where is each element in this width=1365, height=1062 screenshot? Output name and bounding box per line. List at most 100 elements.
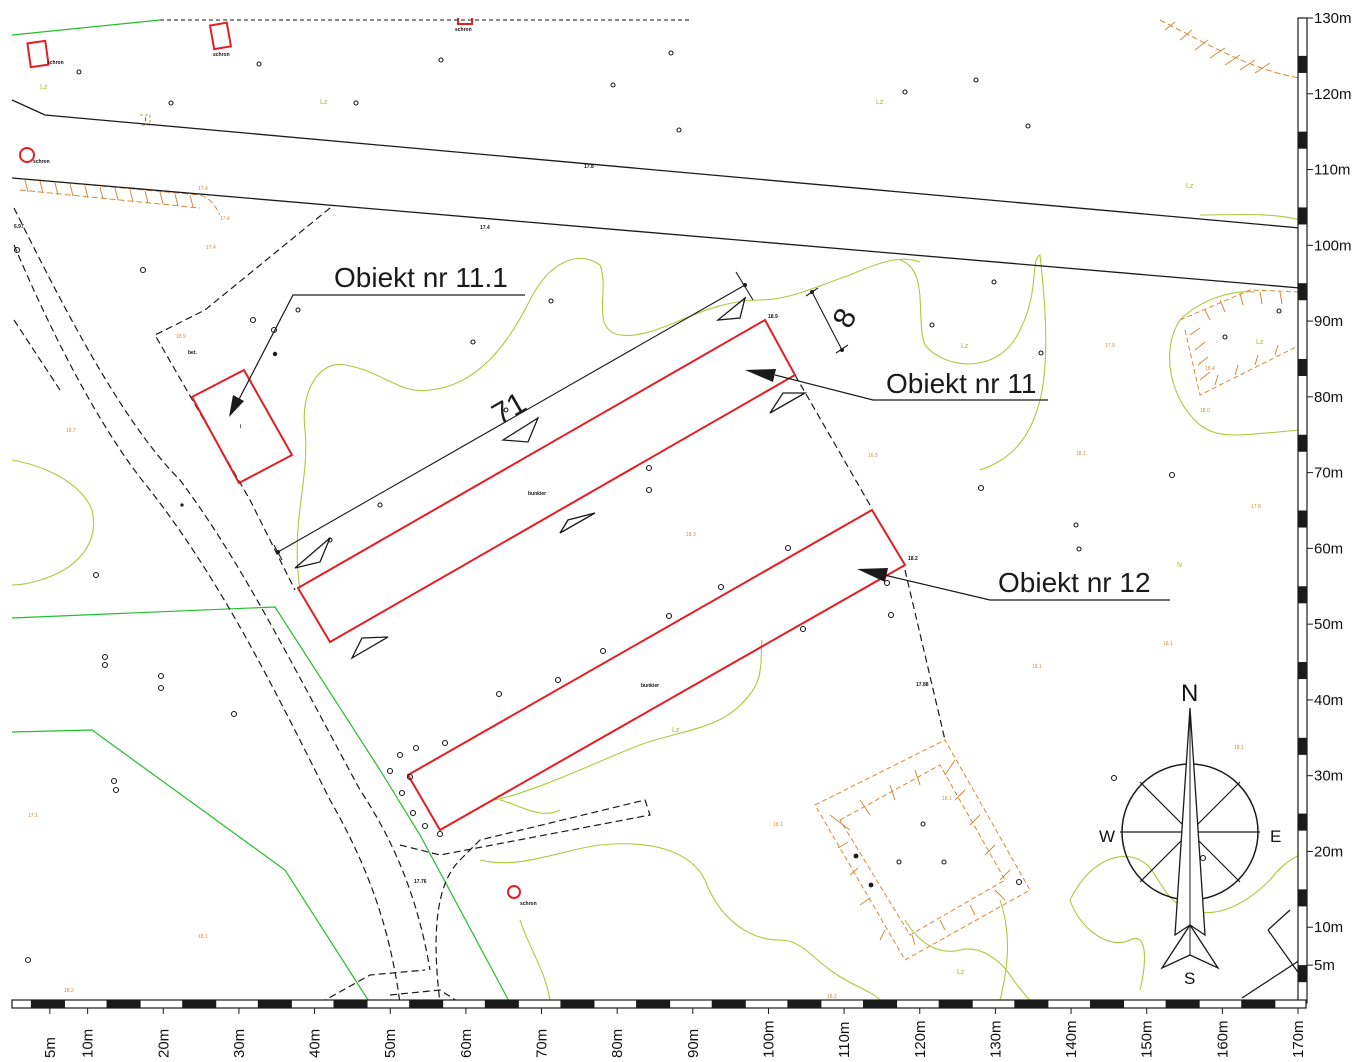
shelter-label-2: schron	[213, 52, 230, 58]
scale-bottom-label: 150m	[1139, 1020, 1156, 1058]
scale-right-label: 5m	[1314, 957, 1335, 974]
elevation: 18.4	[1205, 366, 1215, 372]
scale-segment	[1165, 1000, 1200, 1008]
dashed-boundaries	[13, 207, 946, 1004]
elevation: 17.8	[1251, 504, 1261, 510]
scale-segment	[409, 1000, 444, 1008]
meadow-labels: Lz Lz Lz Lz Lz Lz Lz Lz N	[40, 84, 1264, 976]
elevation: 18.1	[1032, 664, 1042, 670]
shelter-marker-3	[457, 18, 473, 25]
meadow-label: Lz	[876, 99, 884, 106]
spot-heights: 17.8 17.4 18.9 18.2 17.88 17.76 6.97	[14, 164, 929, 885]
elevation: 18.1	[942, 796, 952, 802]
shelter-label-1: schron	[47, 60, 64, 66]
elevation: 18.9	[176, 334, 186, 340]
compass-rose: N S E W	[1099, 680, 1281, 988]
scale-right-label: 10m	[1314, 919, 1343, 936]
elevation: 17.4	[206, 245, 216, 251]
shelter-labels: schron schron schron schron schron bet. …	[33, 27, 659, 907]
compass-north: N	[1181, 680, 1198, 707]
scale-right-label: 70m	[1314, 465, 1343, 482]
scale-segment	[863, 1000, 898, 1008]
scale-segment	[1298, 737, 1307, 755]
dimension-lines	[273, 271, 849, 561]
meadow-label: Lz	[957, 969, 965, 976]
scale-segment	[1298, 813, 1307, 831]
embankment-hatching	[11, 19, 1301, 961]
scale-segment	[1298, 283, 1307, 301]
scale-segment	[1089, 1000, 1125, 1008]
elevation: 18.1	[1163, 641, 1173, 647]
object-11-1-outline	[190, 368, 294, 485]
object-11-outline	[296, 318, 797, 644]
dimension-short-label: 8	[827, 303, 864, 333]
object-11-label: Obiekt nr 11	[886, 368, 1036, 399]
scale-segment	[1298, 662, 1307, 680]
scale-bottom-label: 50m	[382, 1029, 399, 1058]
elevation: 17.4	[198, 186, 208, 192]
elevation: 17.9	[1105, 343, 1115, 349]
scale-segment	[711, 1000, 746, 1008]
scale-right-label: 120m	[1314, 86, 1352, 103]
scale-right-label: 40m	[1314, 692, 1343, 709]
scale-bottom-label: 10m	[80, 1029, 97, 1058]
elevation: 18.1	[198, 934, 208, 940]
scale-segment	[106, 1000, 141, 1008]
compass-east: E	[1270, 827, 1281, 846]
meadow-label: Lz	[672, 727, 680, 734]
green-path	[11, 19, 511, 1004]
scale-right-label: 80m	[1314, 389, 1343, 406]
scale-segment	[1014, 1000, 1049, 1008]
scale-bottom-label: 130m	[987, 1020, 1004, 1058]
shelter-marker-2	[208, 21, 233, 51]
scale-bottom-label: 170m	[1290, 1020, 1307, 1058]
elevation: 18.3	[686, 532, 696, 538]
meadow-label: Lz	[1186, 183, 1194, 190]
scale-bar-right-labels: 130m120m110m100m90m80m70m60m50m40m30m20m…	[1307, 10, 1352, 974]
scale-bar-right-segments	[1298, 55, 1307, 983]
shelter-label-3: schron	[455, 27, 472, 33]
spot-height: 18.9	[768, 314, 778, 320]
triangle-markers	[294, 296, 808, 660]
scale-bottom-label: 30m	[231, 1029, 248, 1058]
meadow-label: Lz	[40, 84, 48, 91]
shelter-circle-1	[19, 147, 35, 163]
elevation: 18.2	[64, 988, 74, 994]
scale-segment	[636, 1000, 671, 1008]
scale-bottom-label: 100m	[760, 1020, 777, 1058]
scale-right-label: 90m	[1314, 313, 1343, 330]
spot-height: 17.4	[480, 225, 490, 231]
object-12-outline	[406, 508, 907, 832]
scale-segment	[560, 1000, 595, 1008]
elevation: 18.0	[1200, 408, 1210, 414]
elevation: 18.1	[1076, 451, 1086, 457]
i-label-2: i	[145, 117, 147, 123]
compass-south: S	[1184, 969, 1195, 988]
scale-bottom-label: 110m	[836, 1022, 853, 1058]
n-mark: N	[1177, 562, 1182, 569]
dimension-long-label: 71	[487, 386, 532, 431]
spot-height: 17.88	[916, 682, 929, 688]
bunker-label-2: bunkier	[641, 683, 659, 689]
i-label: i	[240, 424, 242, 430]
scale-bottom-label: 140m	[1063, 1020, 1080, 1058]
leader-lines	[234, 294, 1170, 601]
elevation: 17.4	[220, 216, 230, 222]
scale-segment	[484, 1000, 519, 1008]
scale-bottom-label: 90m	[685, 1029, 702, 1058]
scale-right-label: 110m	[1314, 162, 1350, 179]
scale-bar-bottom-segments	[30, 1000, 1276, 1008]
scale-segment	[787, 1000, 822, 1008]
scale-segment	[938, 1000, 973, 1008]
star-markers	[180, 351, 874, 888]
meadow-label: Lz	[961, 343, 969, 350]
compass-west: W	[1099, 827, 1115, 846]
scale-right-label: 100m	[1314, 237, 1352, 254]
scale-bottom-label: 60m	[458, 1029, 475, 1058]
shelter-label-5: schron	[520, 901, 537, 907]
elevation: 17.1	[28, 813, 38, 819]
scale-segment	[257, 1000, 292, 1008]
scale-segment	[1298, 889, 1307, 907]
scale-segment	[30, 1000, 65, 1008]
